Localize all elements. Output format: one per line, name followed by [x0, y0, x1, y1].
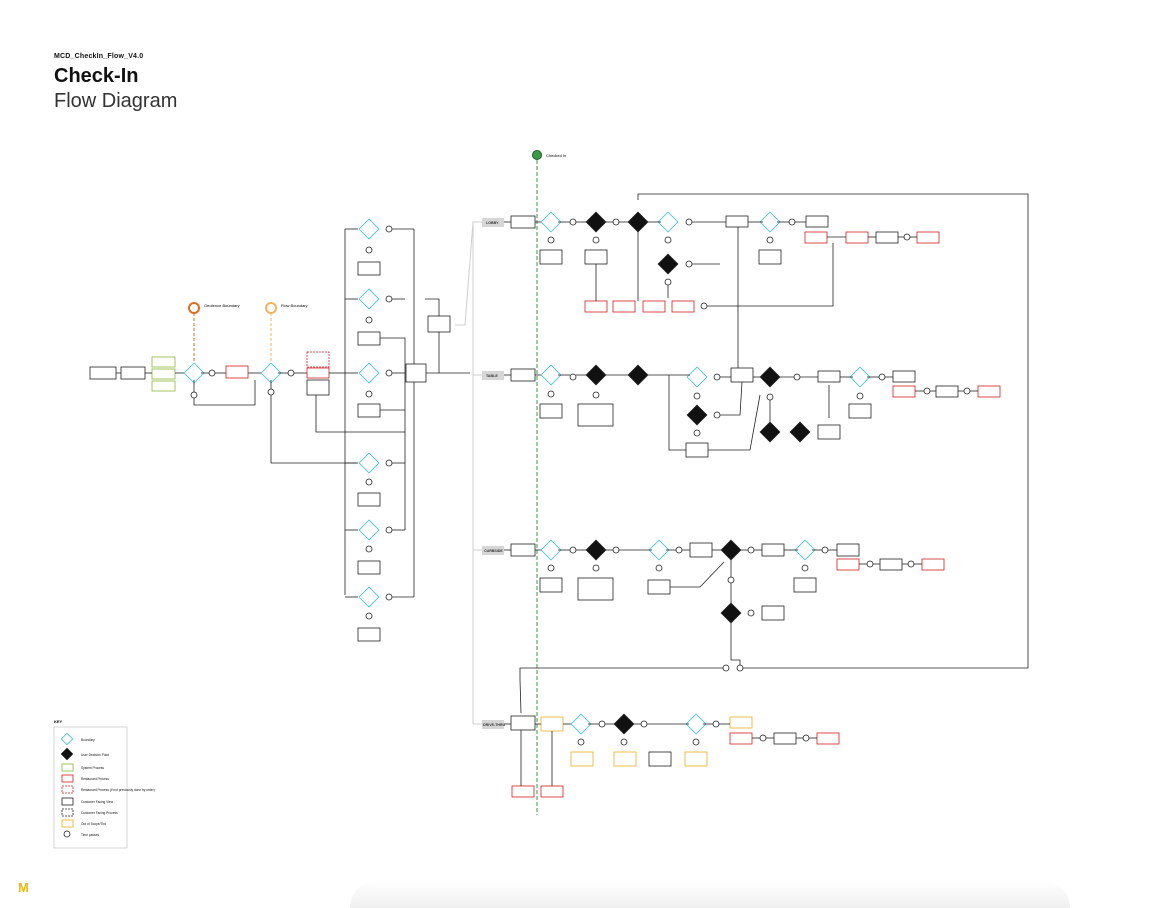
legend-label: Time passes [81, 833, 99, 837]
lobby-lane [482, 193, 1029, 669]
legend-customer-swatch [61, 797, 74, 806]
legend-time-swatch [63, 830, 71, 838]
flow-label: Flow Boundary [281, 303, 308, 308]
checked-in-marker [532, 150, 542, 160]
lane-connector [455, 221, 482, 326]
table-lane [482, 364, 1001, 458]
legend-label: Boundary [81, 738, 95, 742]
page-title: Check-In [54, 65, 139, 87]
lane-label-lobby: LOBBY [486, 221, 499, 225]
lane-label-drive-thru: DRIVE-THRU [483, 723, 506, 727]
legend-label: Customer Facing View [81, 800, 114, 804]
legend-title: KEY [54, 719, 63, 724]
legend-boundary-swatch [60, 732, 74, 746]
lane-label-table: TABLE [486, 374, 498, 378]
legend-label: User Decision Point [81, 753, 109, 757]
bottom-shadow [350, 880, 1070, 908]
legend-decision-swatch [60, 747, 74, 761]
legend-label: System Process [81, 766, 104, 770]
pre-arrival-flow [89, 351, 357, 464]
legend-label: Restaurant Process [81, 777, 109, 781]
legend-system-swatch [61, 763, 74, 772]
geofence-marker [188, 302, 200, 314]
drive-thru-lane [482, 713, 840, 798]
curbside-lane [482, 539, 945, 714]
lane-label-curbside: CURBSIDE [484, 549, 503, 553]
legend-restaurant-swatch [61, 774, 74, 783]
flow-marker [265, 302, 277, 314]
checked-in-label: Checked In [546, 153, 566, 158]
geofence-label: Geofence Boundary [204, 303, 240, 308]
page-subtitle: Flow Diagram [54, 90, 178, 112]
branch-selector [315, 218, 470, 642]
legend: KEY Boundary User Decision Point System … [53, 719, 155, 849]
document-id: MCD_CheckIn_Flow_V4.0 [54, 53, 144, 60]
legend-label: Restaurant Process (if not previously do… [81, 788, 155, 792]
legend-label: Out of Scope/Tbd [81, 822, 106, 826]
mcdonalds-logo-icon: M [18, 880, 29, 895]
legend-frame [53, 726, 128, 849]
legend-tbd-swatch [61, 819, 74, 828]
legend-label: Customer Facing Process [81, 811, 118, 815]
